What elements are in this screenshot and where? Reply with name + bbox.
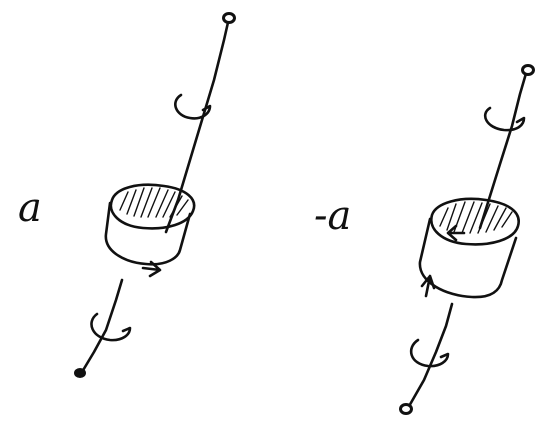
cylinder-hatching-right — [439, 201, 513, 234]
cylinder-side-right — [418, 217, 518, 299]
rotation-arrow-upper-right — [483, 106, 526, 132]
circulation-arrow-rim — [446, 224, 466, 242]
axis-lower-line-right — [406, 302, 454, 410]
axis-upper-line — [164, 16, 231, 234]
axis-endpoint-bottom-right — [399, 403, 413, 415]
figure-negative-a — [399, 64, 535, 415]
rotation-arrow-lower — [90, 312, 132, 342]
cylinder-side-left — [104, 201, 192, 266]
label-a: a — [18, 185, 42, 231]
rotation-arrow-upper — [174, 93, 212, 120]
axis-lower-line — [80, 278, 124, 374]
axis-endpoint-top-right — [521, 64, 535, 76]
cylinder-hatching — [119, 187, 189, 218]
cylinder-top-rim-right — [430, 197, 520, 246]
circulation-arrow-side — [420, 274, 436, 298]
cylinder-top-rim — [109, 183, 196, 230]
axis-endpoint-top — [222, 12, 236, 24]
label-negative-a: -a — [314, 193, 352, 239]
rotation-arrow-lower-right — [409, 338, 450, 368]
axis-endpoint-bottom — [74, 368, 86, 378]
figure-a — [74, 12, 236, 378]
circulation-arrow — [141, 260, 162, 278]
